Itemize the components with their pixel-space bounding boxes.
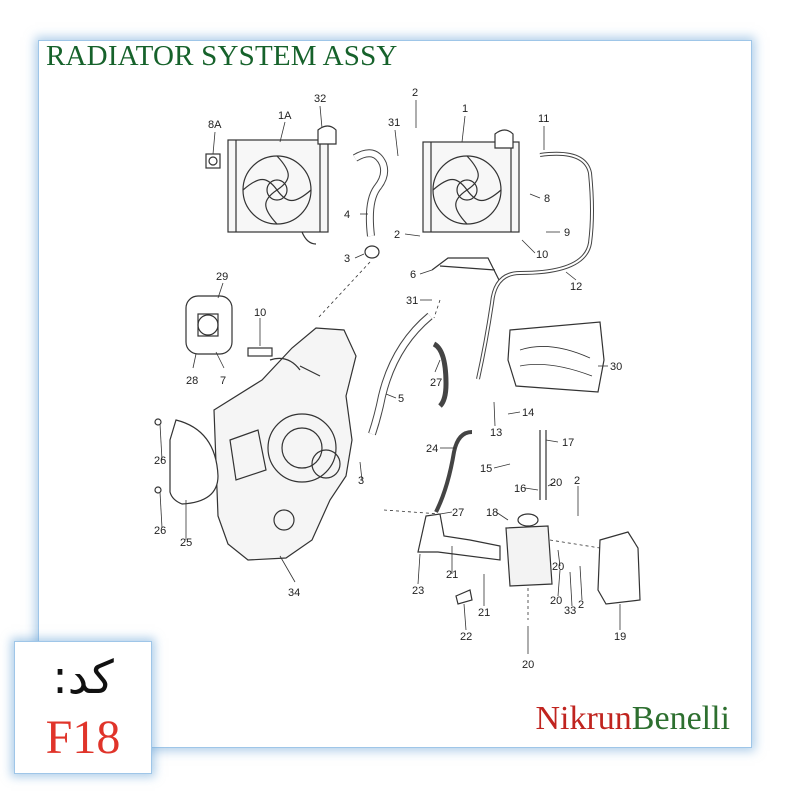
part-label: 5 xyxy=(398,393,404,405)
part-label: 6 xyxy=(410,269,416,281)
radiator-1 xyxy=(422,129,520,233)
part-label: 21 xyxy=(446,569,458,581)
bracket-22 xyxy=(455,589,473,605)
part-label: 22 xyxy=(460,631,472,643)
part-label: 13 xyxy=(490,427,502,439)
part-label: 9 xyxy=(564,227,570,239)
part-label: 30 xyxy=(610,361,622,373)
part-label: 10 xyxy=(536,249,548,261)
part-label: 2 xyxy=(578,599,584,611)
part-label: 4 xyxy=(344,209,350,221)
brand-name-part1: Nikrun xyxy=(535,700,632,737)
hose-27 xyxy=(432,341,449,408)
part-label: 8A xyxy=(208,119,222,131)
part-label: 32 xyxy=(314,93,326,105)
diagram-frame xyxy=(38,40,752,748)
part-label: 3 xyxy=(344,253,350,265)
part-label: 1 xyxy=(462,103,468,115)
part-label: 26 xyxy=(154,455,166,467)
radiator-1a xyxy=(227,125,337,245)
part-label: 29 xyxy=(216,271,228,283)
part-label: 34 xyxy=(288,587,300,599)
page-title: RADIATOR SYSTEM ASSY xyxy=(46,40,398,72)
part-code-box: کد: F18 xyxy=(14,641,152,774)
part-label: 28 xyxy=(186,375,198,387)
part-label: 15 xyxy=(480,463,492,475)
clamp-3-top xyxy=(364,245,380,259)
code-label: کد: xyxy=(52,650,114,704)
part-label: 31 xyxy=(388,117,400,129)
cover-30 xyxy=(507,321,605,393)
part-label: 3 xyxy=(358,475,364,487)
part-label: 2 xyxy=(412,87,418,99)
part-label: 16 xyxy=(514,483,526,495)
part-label: 23 xyxy=(412,585,424,597)
part-label: 1A xyxy=(278,110,292,122)
part-label: 20 xyxy=(550,477,562,489)
part-label: 21 xyxy=(478,607,490,619)
code-value: F18 xyxy=(45,711,121,764)
part-label: 17 xyxy=(562,437,574,449)
part-label: 27 xyxy=(452,507,464,519)
part-label: 11 xyxy=(538,113,549,125)
part-label: 8 xyxy=(544,193,550,205)
part-label: 20 xyxy=(522,659,534,671)
hose-24 xyxy=(434,430,473,513)
cover-19 xyxy=(597,531,641,605)
part-label: 20 xyxy=(550,595,562,607)
part-label: 25 xyxy=(180,537,192,549)
bracket-6 xyxy=(431,257,501,283)
sensor-8a xyxy=(205,153,221,169)
gasket-10 xyxy=(247,347,273,357)
engine-34 xyxy=(213,327,357,561)
part-label: 27 xyxy=(430,377,442,389)
cover-25 xyxy=(169,419,219,505)
part-label: 26 xyxy=(154,525,166,537)
brand-watermark: NikrunBenelli xyxy=(535,700,730,738)
part-label: 10 xyxy=(254,307,266,319)
part-label: 19 xyxy=(614,631,626,643)
part-label: 31 xyxy=(406,295,418,307)
reservoir-18 xyxy=(505,513,553,587)
pipe-17 xyxy=(539,430,547,500)
part-label: 7 xyxy=(220,375,226,387)
thermostat-29 xyxy=(185,295,233,355)
part-label: 18 xyxy=(486,507,498,519)
part-label: 33 xyxy=(564,605,576,617)
bracket-23 xyxy=(417,513,501,561)
hose-5 xyxy=(368,312,433,436)
part-label: 12 xyxy=(570,281,582,293)
part-label: 20 xyxy=(552,561,564,573)
part-label: 24 xyxy=(426,443,438,455)
part-label: 2 xyxy=(394,229,400,241)
brand-name-part2: Benelli xyxy=(631,700,730,737)
part-label: 14 xyxy=(522,407,534,419)
part-label: 2 xyxy=(574,475,580,487)
